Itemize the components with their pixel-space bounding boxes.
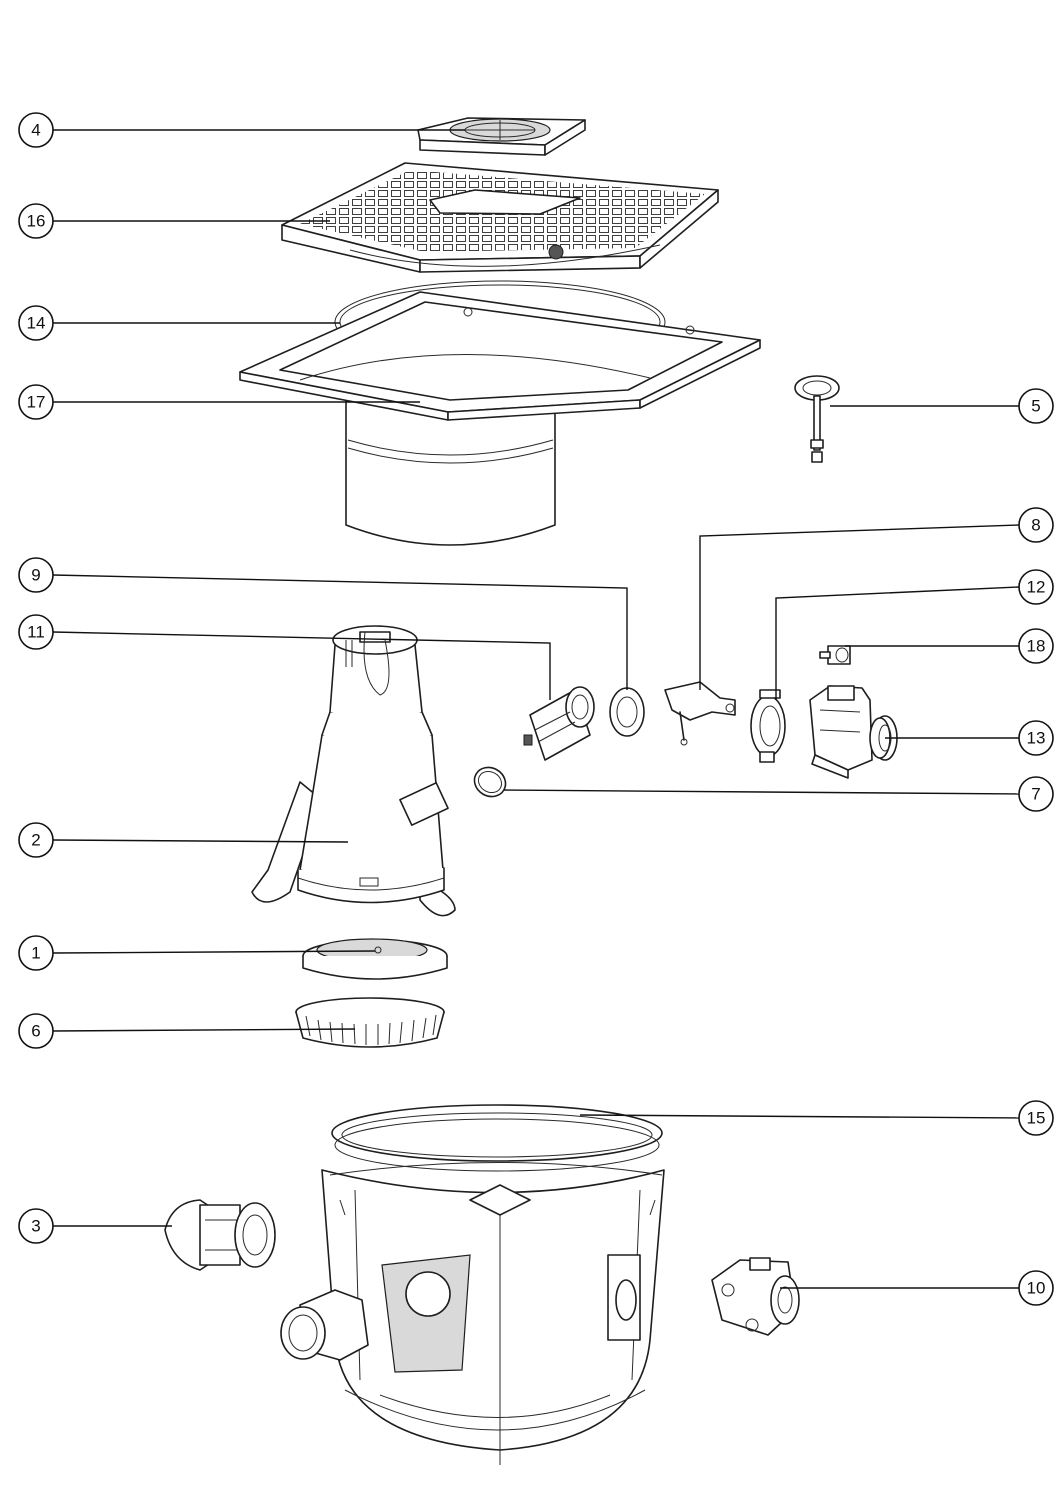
- part-10-side-valve: [711, 1257, 800, 1336]
- callout-4: 4: [18, 112, 54, 148]
- svg-text:17: 17: [27, 393, 46, 412]
- svg-text:8: 8: [1031, 516, 1040, 535]
- callout-10: 10: [1018, 1270, 1054, 1306]
- callout-17: 17: [18, 384, 54, 420]
- callout-18: 18: [1018, 628, 1054, 664]
- callout-7: 7: [1018, 776, 1054, 812]
- callout-13: 13: [1018, 720, 1054, 756]
- part-11-coupling: [523, 686, 595, 761]
- svg-text:1: 1: [31, 944, 40, 963]
- callout-8: 8: [1018, 507, 1054, 543]
- part-13-valve-body: [809, 685, 898, 779]
- leader-lines: [52, 129, 1020, 1289]
- svg-text:12: 12: [1027, 578, 1046, 597]
- part-16-grid-cover: [281, 162, 719, 273]
- callout-2: 2: [18, 822, 54, 858]
- svg-text:10: 10: [1027, 1279, 1046, 1298]
- svg-text:16: 16: [27, 212, 46, 231]
- part-6-strainer: [295, 997, 445, 1048]
- part-7-o-ring: [473, 766, 507, 798]
- callout-11: 11: [18, 614, 54, 650]
- part-1-impeller-cover: [302, 938, 448, 980]
- callout-1: 1: [18, 935, 54, 971]
- part-15-tank: [280, 1104, 665, 1465]
- svg-text:11: 11: [27, 623, 45, 642]
- part-3-inlet-fitting: [164, 1199, 276, 1271]
- svg-text:14: 14: [27, 314, 46, 333]
- svg-text:9: 9: [31, 566, 40, 585]
- callout-5: 5: [1018, 388, 1054, 424]
- svg-text:15: 15: [1027, 1109, 1046, 1128]
- part-18-clip: [819, 645, 851, 665]
- callout-12: 12: [1018, 569, 1054, 605]
- part-8-lever: [664, 681, 736, 746]
- svg-text:5: 5: [1031, 397, 1040, 416]
- callout-15: 15: [1018, 1100, 1054, 1136]
- part-12-check-valve: [750, 689, 786, 763]
- callout-16: 16: [18, 203, 54, 239]
- svg-text:2: 2: [31, 831, 40, 850]
- part-2-pump: [251, 625, 456, 917]
- part-4-small-grate: [417, 117, 586, 156]
- part-17-frame-body: [239, 291, 761, 546]
- svg-text:3: 3: [31, 1217, 40, 1236]
- svg-text:4: 4: [31, 121, 40, 140]
- svg-text:6: 6: [31, 1022, 40, 1041]
- svg-text:7: 7: [1031, 785, 1040, 804]
- callout-9: 9: [18, 557, 54, 593]
- part-5-key: [794, 375, 840, 463]
- callout-3: 3: [18, 1208, 54, 1244]
- callout-6: 6: [18, 1013, 54, 1049]
- callout-14: 14: [18, 305, 54, 341]
- svg-text:18: 18: [1027, 637, 1046, 656]
- svg-text:13: 13: [1027, 729, 1046, 748]
- part-9-ring: [609, 687, 645, 737]
